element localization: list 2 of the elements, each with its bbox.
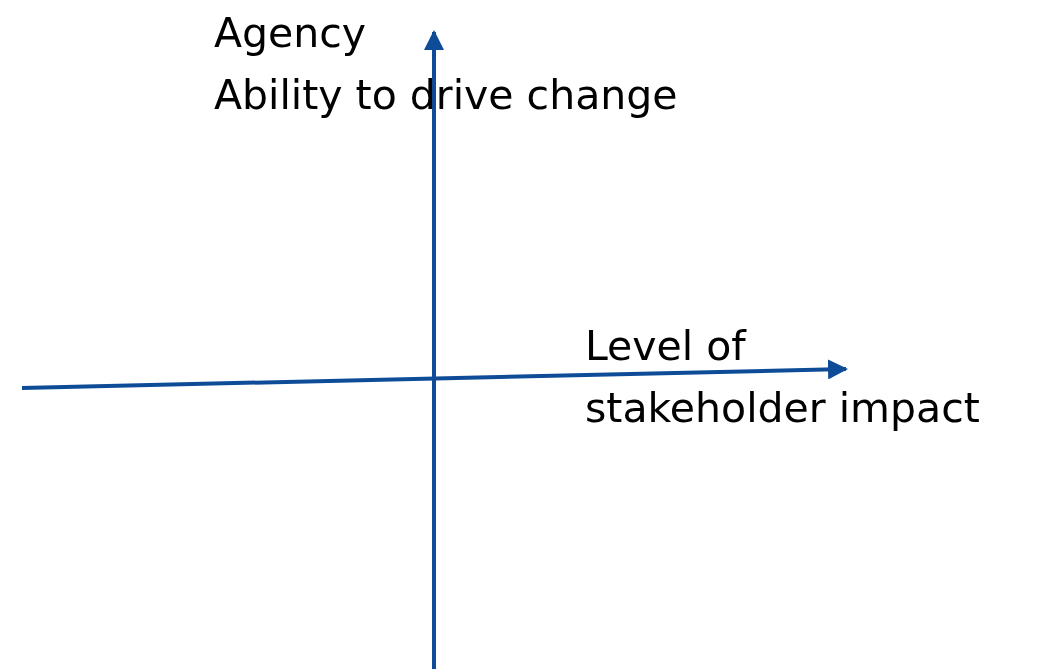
- axis-label: Level of stakeholder impact: [585, 321, 981, 434]
- axis-title: Agency: [214, 8, 367, 59]
